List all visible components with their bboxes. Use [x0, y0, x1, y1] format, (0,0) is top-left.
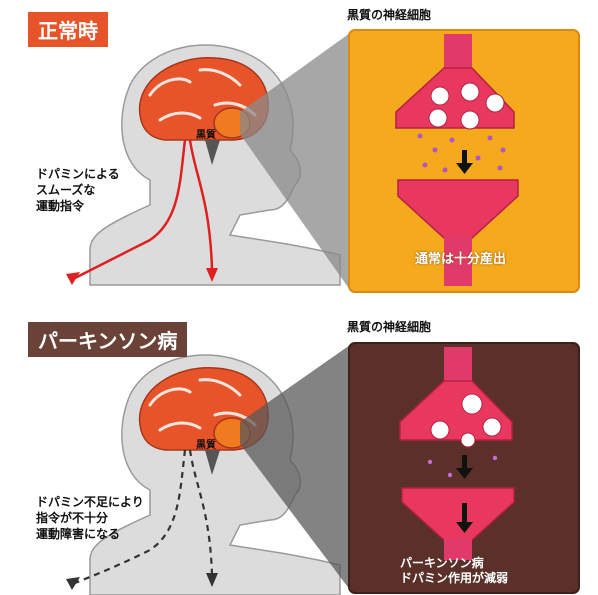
section-label-parkinson: パーキンソン病	[28, 322, 187, 357]
caption-line: パーキンソン病	[400, 556, 508, 571]
caption-line: ドパミン不足により	[36, 494, 144, 510]
caption-parkinson: ドパミン不足により 指令が不十分 運動障害になる	[36, 494, 144, 542]
panel-caption-parkinson: パーキンソン病 ドパミン作用が減弱	[400, 556, 508, 586]
caption-line: 運動障害になる	[36, 526, 144, 542]
caption-normal: ドパミンによる スムーズな 運動指令	[36, 166, 120, 214]
brain-label-normal: 黒質	[196, 126, 216, 141]
caption-line: 運動指令	[36, 198, 120, 214]
caption-line: 指令が不十分	[36, 510, 144, 526]
caption-line: スムーズな	[36, 182, 120, 198]
caption-line: ドパミン作用が減弱	[400, 571, 508, 586]
caption-line: ドパミンによる	[36, 166, 120, 182]
brain-label-parkinson: 黒質	[196, 436, 216, 451]
panel-title-parkinson: 黒質の神経細胞	[347, 318, 431, 335]
panel-caption-normal: 通常は十分産出	[415, 252, 506, 268]
